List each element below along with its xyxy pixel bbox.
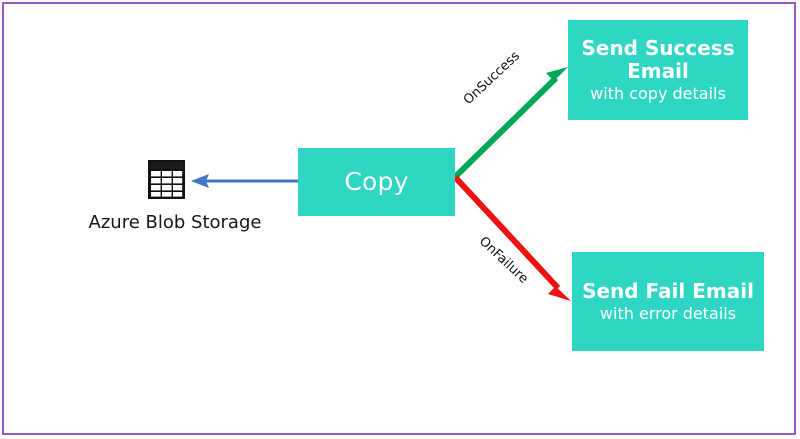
activity-box-copy[interactable]: Copy bbox=[298, 148, 455, 216]
activity-box-send-success-email[interactable]: Send Success Email with copy details bbox=[568, 20, 748, 120]
edge-on-success-arrowhead bbox=[546, 67, 568, 88]
activity-box-send-success-email-title-line1: Send Success bbox=[581, 36, 735, 61]
edge-on-success bbox=[452, 67, 568, 180]
activity-box-send-fail-email-subtitle: with error details bbox=[599, 304, 737, 324]
activity-box-copy-title: Copy bbox=[344, 167, 409, 196]
edge-on-success-line bbox=[452, 75, 559, 180]
activity-box-send-success-email-subtitle: with copy details bbox=[590, 83, 726, 103]
edge-copy-to-blob bbox=[191, 174, 298, 188]
edge-on-failure-arrowhead bbox=[548, 279, 571, 301]
table-icon bbox=[148, 160, 185, 199]
edge-on-failure bbox=[452, 174, 571, 301]
table-icon-glyph bbox=[148, 160, 185, 199]
blob-storage-label: Azure Blob Storage bbox=[88, 212, 262, 233]
edge-copy-to-blob-arrowhead bbox=[191, 174, 209, 188]
activity-box-send-success-email-title-line2: Email bbox=[627, 58, 689, 83]
activity-box-send-fail-email[interactable]: Send Fail Email with error details bbox=[572, 252, 764, 351]
activity-box-send-fail-email-title: Send Fail Email bbox=[582, 278, 754, 303]
edge-on-failure-line bbox=[452, 174, 561, 291]
